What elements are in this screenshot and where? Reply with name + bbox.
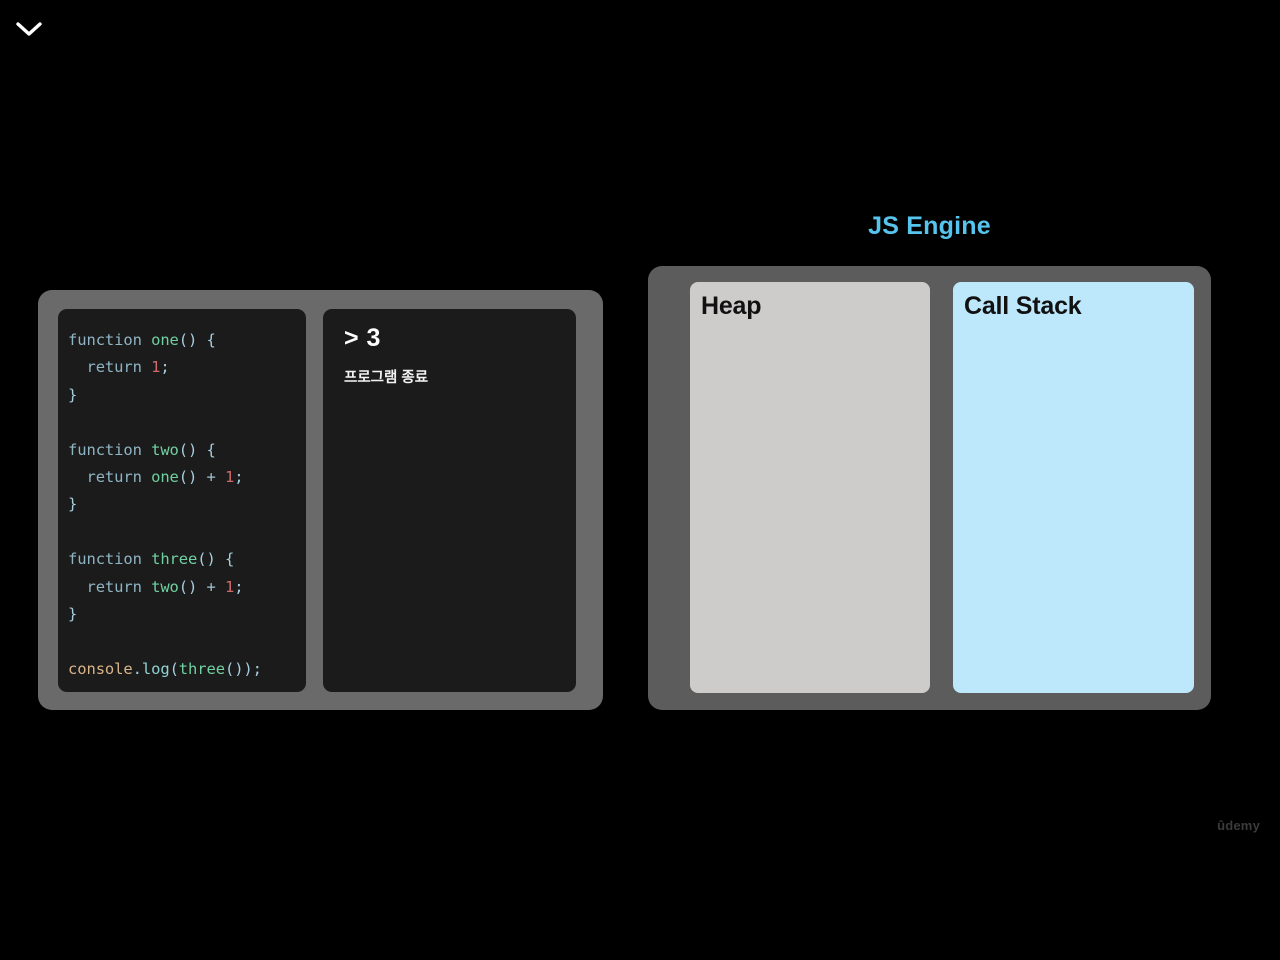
code-editor-panel[interactable]: function one() { return 1;} function two… — [58, 309, 306, 692]
code-token: () — [178, 577, 207, 596]
code-token: + — [206, 468, 225, 487]
code-token: console — [68, 659, 133, 678]
code-token: () { — [178, 440, 216, 459]
code-line: return 1; — [68, 354, 306, 381]
code-token: log — [141, 659, 170, 678]
code-token: return — [68, 468, 152, 487]
code-token: three — [151, 550, 198, 569]
code-token: three — [178, 659, 225, 678]
code-lines: function one() { return 1;} function two… — [68, 327, 306, 683]
code-line: } — [68, 491, 306, 518]
code-line: } — [68, 382, 306, 409]
code-token: 1 — [151, 358, 161, 377]
heap-label: Heap — [701, 292, 762, 320]
collapse-chevron-button[interactable] — [10, 10, 48, 48]
js-engine-title: JS Engine — [868, 212, 991, 240]
editor-console-container: function one() { return 1;} function two… — [38, 290, 603, 710]
console-status-note: 프로그램 종료 — [344, 370, 429, 386]
call-stack-label: Call Stack — [964, 292, 1082, 320]
js-engine-container: Heap Call Stack — [648, 266, 1211, 710]
code-line: function one() { — [68, 327, 306, 354]
code-token: } — [68, 605, 78, 624]
code-token: ; — [234, 468, 244, 487]
code-line: return one() + 1; — [68, 464, 306, 491]
console-output-line: > 3 — [344, 324, 381, 352]
code-token: ; — [234, 577, 244, 596]
code-token: () — [178, 468, 207, 487]
code-token: ; — [160, 358, 170, 377]
code-token: return — [68, 358, 152, 377]
code-token: function — [68, 550, 152, 569]
code-token: + — [206, 577, 225, 596]
console-output-panel: > 3 프로그램 종료 — [323, 309, 576, 692]
udemy-watermark: ûdemy — [1217, 818, 1260, 833]
code-token: } — [68, 495, 78, 514]
code-token: ()); — [224, 659, 262, 678]
code-token: () { — [178, 331, 216, 349]
code-line — [68, 628, 306, 655]
code-line: return two() + 1; — [68, 574, 306, 601]
code-token: two — [151, 440, 179, 459]
code-token: function — [68, 440, 152, 459]
call-stack-panel: Call Stack — [953, 282, 1194, 693]
code-token: two — [151, 577, 179, 596]
code-token: ( — [169, 659, 179, 678]
code-token: 1 — [224, 468, 235, 487]
code-token: one — [151, 468, 179, 487]
code-line: } — [68, 601, 306, 628]
code-token: function — [68, 331, 152, 349]
code-token: } — [68, 385, 78, 404]
code-token: return — [68, 577, 152, 596]
code-line: function two() { — [68, 437, 306, 464]
heap-panel: Heap — [690, 282, 930, 693]
code-token: () { — [197, 550, 235, 569]
code-token: one — [151, 331, 179, 349]
code-token: . — [132, 659, 142, 678]
code-token: 1 — [224, 577, 235, 596]
code-line: function three() { — [68, 546, 306, 573]
code-line — [68, 409, 306, 436]
code-line: console.log(three()); — [68, 656, 306, 683]
code-line — [68, 519, 306, 546]
chevron-down-icon — [16, 22, 42, 36]
